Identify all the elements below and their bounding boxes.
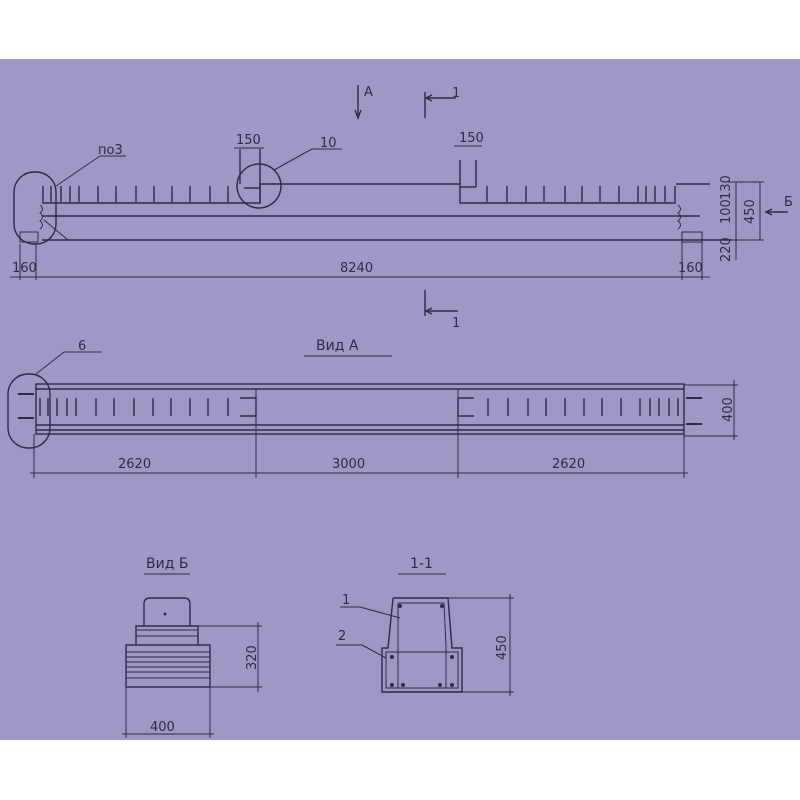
view-a: Вид А 400	[7, 338, 738, 478]
section-mark-1-top: 1	[452, 86, 460, 101]
view-a-dim-left: 2620	[118, 457, 151, 472]
view-a-dim-middle: 3000	[332, 457, 365, 472]
callout-6: 6	[78, 339, 86, 354]
callout-pos3: по3	[98, 143, 123, 158]
callout-1: 1	[342, 593, 350, 608]
dim-160-left: 160	[12, 261, 37, 276]
detail-callout-pos3-oval	[13, 171, 57, 245]
view-b-dim-width: 400	[150, 720, 175, 735]
dim-100: 100	[719, 199, 734, 224]
view-a-dim-width: 400	[721, 397, 736, 422]
detail-callout-6-oval	[7, 373, 51, 449]
stirrups-left	[42, 186, 229, 202]
section-1-1-title: 1-1	[410, 556, 433, 572]
view-b-dim-height: 320	[245, 645, 260, 670]
dim-220: 220	[719, 237, 734, 262]
section-1-1: 1-1 1 2 450	[336, 556, 514, 696]
view-a-stirrups-left	[39, 397, 257, 417]
section-mark-1-bottom: 1	[452, 316, 460, 331]
view-a-dim-right: 2620	[552, 457, 585, 472]
view-b-title: Вид Б	[146, 556, 188, 572]
view-b: Вид Б 400 320	[122, 556, 262, 738]
dim-150-left: 150	[236, 133, 261, 148]
dim-160-right: 160	[678, 261, 703, 276]
elevation-view: A 1	[10, 85, 793, 331]
dim-150-right: 150	[459, 131, 484, 146]
dim-130: 130	[719, 175, 734, 200]
view-a-stirrups-right	[457, 397, 679, 417]
detail-callout-10-circle	[236, 163, 282, 209]
callout-2: 2	[338, 629, 346, 644]
dim-450: 450	[743, 199, 758, 224]
view-mark-b: Б	[784, 195, 793, 210]
view-a-title: Вид А	[316, 338, 359, 354]
dim-total-length: 8240	[340, 261, 373, 276]
section-mark-a: A	[364, 85, 373, 100]
stirrups-right	[486, 186, 676, 202]
section-1-1-dim-height: 450	[495, 635, 510, 660]
callout-10: 10	[320, 136, 337, 151]
